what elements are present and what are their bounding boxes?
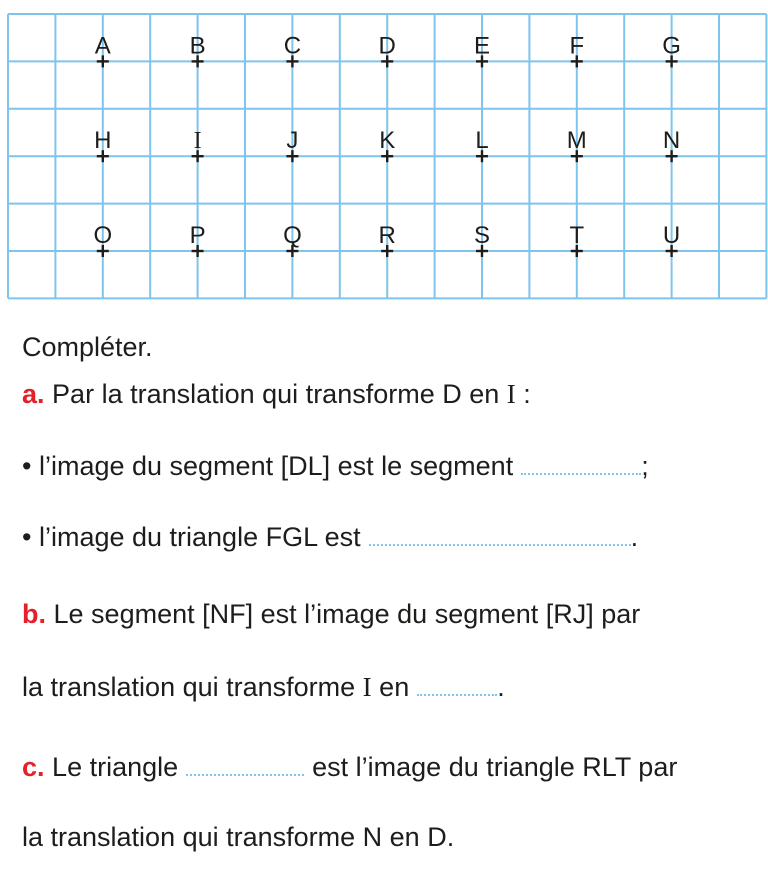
- bullet2-end: .: [630, 522, 639, 552]
- point-label: J: [286, 127, 298, 154]
- label-c: c.: [22, 752, 45, 782]
- grid-point-t: T: [569, 222, 584, 257]
- point-label: B: [190, 32, 206, 59]
- grid-point-q: Q: [283, 222, 302, 257]
- bullet1-end: ;: [641, 451, 649, 481]
- grid-point-l: L: [475, 127, 489, 163]
- question-b-line-1: b. Le segment [NF] est l’image du segmen…: [22, 597, 640, 631]
- grid-point-r: R: [379, 222, 396, 257]
- answer-blank-b[interactable]: [417, 672, 498, 696]
- b-line2-end: .: [497, 672, 505, 702]
- point-label: S: [474, 222, 490, 249]
- grid-point-n: N: [663, 127, 680, 163]
- b-line2-mid: en: [371, 672, 410, 702]
- point-grid: A B C D E F G H I J K L M N O P Q R S T U: [7, 13, 768, 300]
- grid-point-o: O: [93, 222, 112, 257]
- point-label: N: [663, 127, 680, 154]
- instruction: Compléter.: [22, 332, 153, 362]
- grid-point-j: J: [286, 127, 299, 163]
- point-label: C: [284, 32, 301, 59]
- grid-point-c: C: [284, 32, 301, 68]
- point-label: U: [663, 222, 680, 249]
- point-label: H: [94, 127, 111, 154]
- answer-blank-c[interactable]: [186, 752, 305, 776]
- question-c-line-2: la translation qui transforme N en D.: [22, 822, 455, 852]
- grid-point-m: M: [567, 127, 587, 163]
- bullet1-text: • l’image du segment [DL] est le segment: [22, 451, 514, 481]
- point-label: G: [662, 32, 681, 59]
- grid-point-d: D: [379, 32, 396, 68]
- point-label: D: [379, 32, 396, 59]
- point-label: T: [569, 222, 584, 249]
- point-label: F: [569, 32, 584, 59]
- point-label: L: [475, 127, 488, 154]
- grid-point-g: G: [662, 32, 681, 68]
- b-line2-text: la translation qui transforme: [22, 672, 363, 702]
- question-c-line-1: c. Le triangle est l’image du triangle RL…: [22, 750, 677, 784]
- a-intro-end: :: [515, 379, 531, 409]
- point-label: R: [379, 222, 396, 249]
- grid-point-p: P: [190, 222, 206, 257]
- point-label: E: [474, 32, 490, 59]
- c-line1-start: Le triangle: [52, 752, 179, 782]
- bullet2-text: • l’image du triangle FGL est: [22, 522, 361, 552]
- a-intro-text: Par la translation qui transforme D en: [52, 379, 507, 409]
- grid-point-i: I: [191, 128, 204, 163]
- grid-point-b: B: [190, 32, 206, 68]
- grid-point-e: E: [474, 32, 490, 68]
- label-a: a.: [22, 379, 45, 409]
- a-intro-point: I: [506, 379, 516, 409]
- question-a-bullet-2: • l’image du triangle FGL est.: [22, 520, 638, 554]
- b-line2-point: I: [362, 672, 372, 702]
- c-line1-end: est l’image du triangle RLT par: [312, 752, 678, 782]
- b-line1-text: Le segment [NF] est l’image du segment […: [53, 599, 641, 629]
- point-label: Q: [283, 222, 302, 249]
- label-b: b.: [22, 599, 46, 629]
- grid-point-f: F: [569, 32, 584, 68]
- point-label: A: [95, 32, 111, 59]
- point-label: O: [93, 222, 112, 249]
- answer-blank-a1[interactable]: [521, 451, 642, 475]
- answer-blank-a2[interactable]: [368, 522, 631, 546]
- point-label: I: [194, 128, 202, 154]
- question-a-bullet-1: • l’image du segment [DL] est le segment…: [22, 449, 649, 483]
- question-a-intro: a. Par la translation qui transforme D e…: [22, 377, 531, 411]
- grid-point-h: H: [94, 127, 111, 163]
- grid-point-s: S: [474, 222, 490, 257]
- grid-point-k: K: [379, 127, 395, 163]
- question-b-line-2: la translation qui transforme I en.: [22, 670, 505, 704]
- point-label: P: [190, 222, 206, 249]
- point-label: K: [379, 127, 395, 154]
- grid-point-a: A: [95, 32, 111, 68]
- point-label: M: [567, 127, 587, 154]
- grid-point-u: U: [663, 222, 680, 257]
